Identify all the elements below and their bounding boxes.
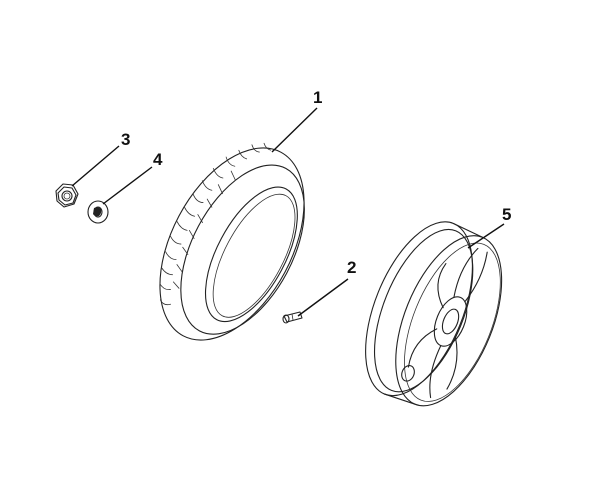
rim-valve-hole bbox=[401, 365, 415, 382]
washer-illustration bbox=[87, 200, 109, 224]
leader-line-4 bbox=[102, 166, 153, 205]
callout-tire: 1 bbox=[313, 88, 323, 107]
valve-stem-illustration bbox=[282, 311, 303, 324]
rim-back-flange-inner bbox=[404, 242, 501, 402]
tire-inner-bead bbox=[204, 186, 298, 323]
callout-valve-stem: 2 bbox=[347, 258, 357, 277]
leader-line-2 bbox=[297, 278, 349, 317]
rim-outer-flange bbox=[365, 221, 473, 397]
callout-rim: 5 bbox=[502, 205, 512, 224]
rim-illustration bbox=[365, 221, 503, 407]
tire-tread-edge bbox=[180, 164, 305, 335]
tire-tread-pattern bbox=[159, 142, 271, 306]
tire-outer-edge bbox=[159, 147, 305, 341]
tire-illustration bbox=[159, 142, 305, 341]
leader-lines bbox=[71, 107, 505, 317]
leader-line-1 bbox=[271, 107, 318, 153]
callout-washer: 4 bbox=[153, 150, 163, 169]
axle-nut-illustration bbox=[55, 183, 79, 208]
callout-axle-nut: 3 bbox=[121, 130, 131, 149]
rim-back-flange bbox=[395, 235, 503, 407]
rim-outer-flange-inner bbox=[373, 228, 474, 393]
leader-line-5 bbox=[467, 223, 505, 249]
rim-hub bbox=[433, 296, 468, 347]
rim-spokes bbox=[407, 247, 488, 399]
rim-hub-bore bbox=[441, 308, 460, 335]
leader-line-3 bbox=[71, 145, 120, 187]
tire-inner-bead-line bbox=[212, 193, 296, 318]
